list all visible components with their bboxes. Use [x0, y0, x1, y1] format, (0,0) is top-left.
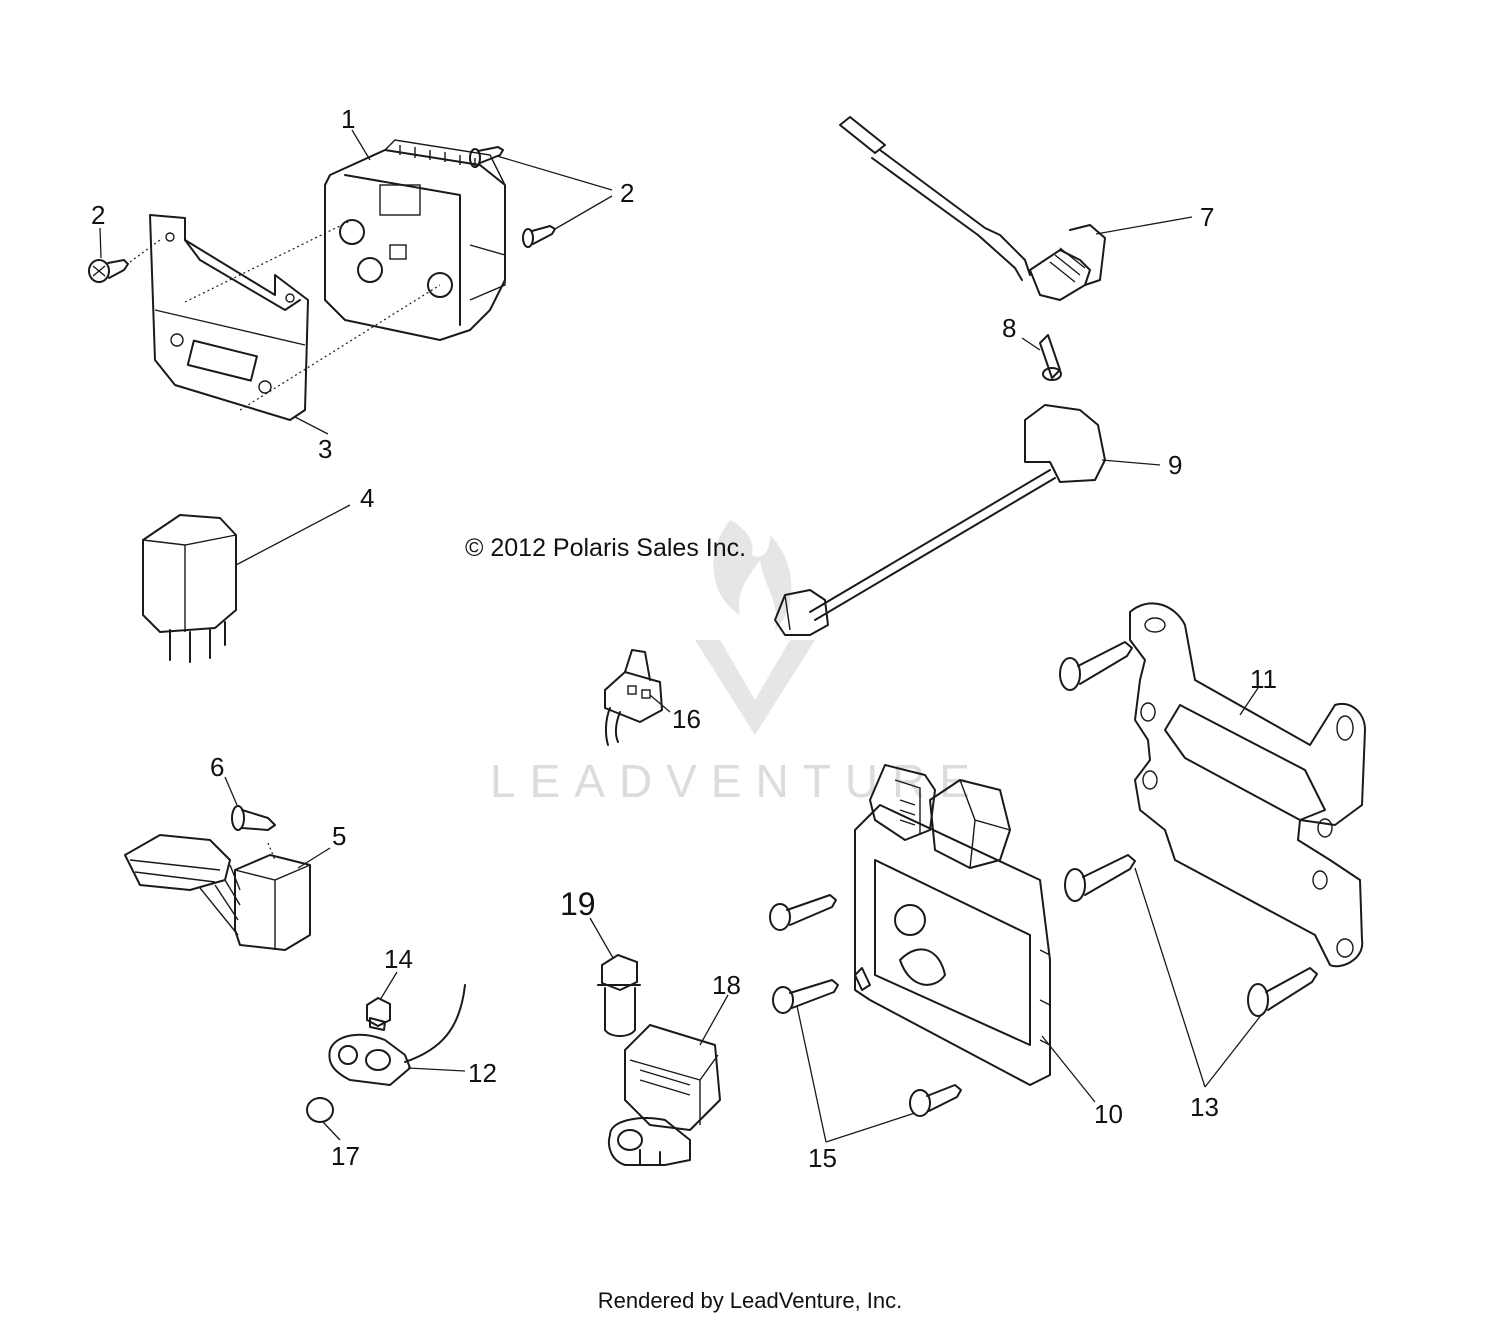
callout-11: 11 — [1250, 664, 1277, 694]
part-3-bracket[interactable] — [149, 214, 309, 421]
part-14-bolt[interactable] — [366, 997, 391, 1031]
part-8-bolt[interactable] — [1039, 334, 1062, 381]
part-11-mounting-plate[interactable] — [1129, 602, 1366, 968]
part-17-o-ring[interactable] — [306, 1097, 334, 1123]
callout-6: 6 — [210, 752, 224, 782]
part-15-screw-bottom[interactable] — [909, 1084, 962, 1117]
part-15-screw-middle[interactable] — [772, 979, 839, 1014]
callout-19: 19 — [560, 886, 596, 922]
leader-lines — [99, 129, 1263, 1143]
part-10-ecu[interactable] — [854, 764, 1051, 1086]
callout-5: 5 — [332, 821, 346, 851]
callout-12: 12 — [468, 1058, 497, 1088]
part-13-bolt-top[interactable] — [1059, 641, 1133, 691]
part-5-connector-block[interactable] — [124, 834, 311, 951]
part-4-relay[interactable] — [142, 514, 237, 663]
callout-16: 16 — [672, 704, 701, 734]
callout-10: 10 — [1094, 1099, 1123, 1129]
callout-1: 1 — [341, 104, 355, 134]
footer-credit: Rendered by LeadVenture, Inc. — [597, 1288, 903, 1313]
part-1-module[interactable] — [324, 139, 506, 341]
part-13-bolt-bottom[interactable] — [1247, 967, 1318, 1017]
leadventure-watermark-logo — [695, 520, 815, 735]
callout-2-right: 2 — [620, 178, 634, 208]
part-2-screw-middle[interactable] — [522, 225, 556, 248]
part-12-sensor[interactable] — [328, 984, 466, 1086]
callout-7: 7 — [1200, 202, 1214, 232]
part-13-bolt-middle[interactable] — [1064, 854, 1136, 902]
part-9-sensor-cable[interactable] — [774, 404, 1106, 636]
part-6-push-pin[interactable] — [231, 805, 276, 831]
part-18-map-sensor[interactable] — [607, 1024, 721, 1166]
watermark-text: LEADVENTURE — [490, 755, 984, 807]
part-16-switch[interactable] — [604, 649, 663, 746]
callout-4: 4 — [360, 483, 374, 513]
callout-13: 13 — [1190, 1092, 1219, 1122]
part-2-screw-top[interactable] — [469, 146, 504, 168]
callout-labels: 1 2 2 3 4 5 6 7 8 9 10 11 12 13 14 15 16… — [91, 104, 1277, 1173]
part-7-speed-sensor[interactable] — [839, 116, 1106, 301]
part-15-screw-top[interactable] — [769, 894, 837, 931]
callout-14: 14 — [384, 944, 413, 974]
part-19-flange-bolt[interactable] — [597, 954, 641, 1037]
callout-9: 9 — [1168, 450, 1182, 480]
part-2-screw-left[interactable] — [88, 259, 129, 283]
callout-18: 18 — [712, 970, 741, 1000]
callout-15: 15 — [808, 1143, 837, 1173]
copyright-notice: © 2012 Polaris Sales Inc. — [465, 534, 746, 562]
callout-3: 3 — [318, 434, 332, 464]
callout-2-left: 2 — [91, 200, 105, 230]
callout-17: 17 — [331, 1141, 360, 1171]
callout-8: 8 — [1002, 313, 1016, 343]
